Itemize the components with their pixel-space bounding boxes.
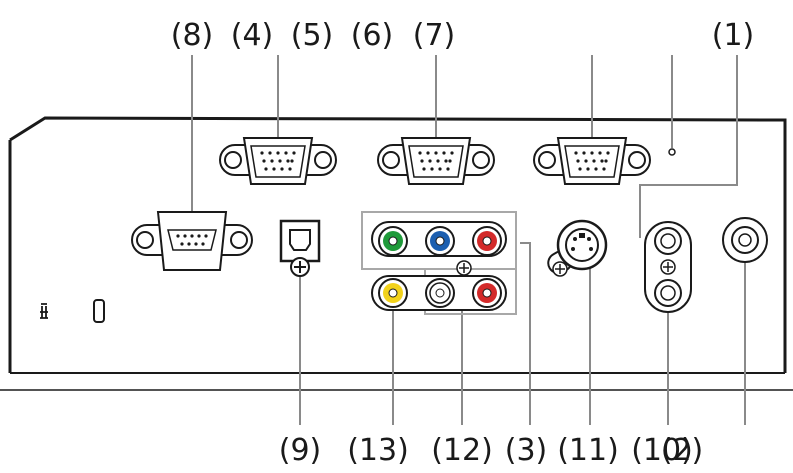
callout-1: (1) (712, 18, 755, 53)
rca-jack-white (425, 278, 455, 308)
audio-jack-single (722, 217, 768, 263)
indicator-dot (668, 148, 676, 156)
callout-7: (7) (413, 18, 456, 53)
callout-9: (9) (279, 433, 322, 468)
rca-jack-red-upper (472, 226, 502, 256)
callout-13: (13) (347, 433, 409, 468)
rca-jack-blue (425, 226, 455, 256)
callout-12: (12) (431, 433, 493, 468)
rca-jack-red-lower (472, 278, 502, 308)
callout-6: (6) (351, 18, 394, 53)
callout-labels-bottom: (9) (13) (12) (3) (11) (10) (2) (279, 433, 704, 468)
callout-4: (4) (231, 18, 274, 53)
security-slot (93, 299, 105, 323)
callout-8: (8) (171, 18, 214, 53)
callout-labels-top: (8) (4) (5) (6) (7) (1) (171, 18, 755, 53)
callout-5: (5) (291, 18, 334, 53)
usb-b-port (279, 219, 321, 277)
audio-jack-pair (644, 221, 692, 313)
rca-jack-green (378, 226, 408, 256)
callout-3: (3) (505, 433, 548, 468)
vga-port-middle (377, 137, 495, 185)
vga-port-left (219, 137, 337, 185)
serial-port (131, 211, 253, 271)
panel-outline (9, 116, 787, 373)
vga-port-right (533, 137, 651, 185)
callout-10: (10) (631, 433, 693, 468)
s-video-port (547, 219, 608, 277)
leader-lines (191, 55, 746, 425)
callout-11: (11) (557, 433, 619, 468)
callout-2: (2) (661, 433, 704, 468)
rca-jack-yellow (378, 278, 408, 308)
security-lock-icon (40, 303, 48, 319)
